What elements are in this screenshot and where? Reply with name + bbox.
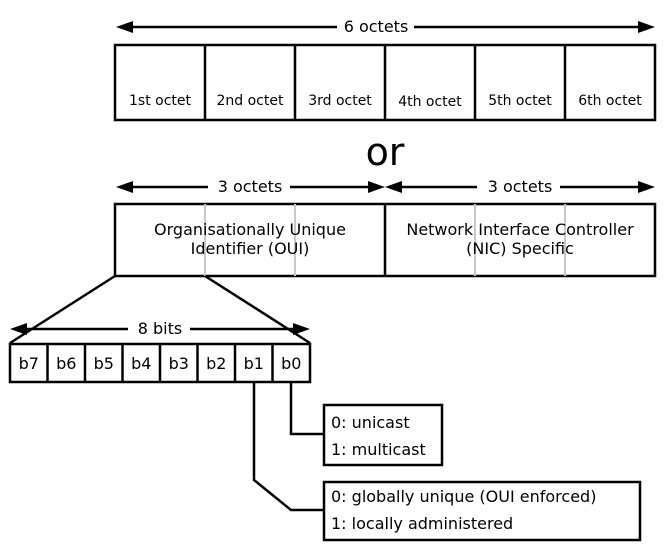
oui-nic-row: Organisationally Unique Identifier (OUI)… — [113, 202, 657, 278]
arrowhead-right — [293, 323, 310, 335]
octet-1-label: 1st octet — [129, 93, 192, 109]
bit-b0: b0 — [281, 354, 301, 373]
nic-title-line1: Network Interface Controller — [406, 220, 634, 239]
octet-6-label: 6th octet — [578, 93, 642, 109]
b1-legend: 0: globally unique (OUI enforced) 1: loc… — [322, 480, 642, 542]
octet-row: 1st octet 2nd octet 3rd octet 4th octet … — [113, 43, 657, 122]
oui-span-label: 3 octets — [218, 177, 283, 196]
eight-bits-span: 8 bits — [10, 319, 310, 338]
bit-b4: b4 — [131, 354, 151, 373]
arrowhead-left — [116, 181, 133, 193]
three-octets-spans: 3 octets 3 octets — [116, 177, 655, 196]
b1-connector — [252, 382, 324, 512]
nic-span-label: 3 octets — [488, 177, 553, 196]
b0-legend-multicast: 1: multicast — [331, 440, 426, 459]
b0-legend: 0: unicast 1: multicast — [322, 403, 444, 467]
b1-legend-global: 0: globally unique (OUI enforced) — [331, 487, 596, 506]
arrowhead-left — [10, 323, 27, 335]
bit-b6: b6 — [56, 354, 76, 373]
octet-3-label: 3rd octet — [308, 93, 372, 109]
b0-legend-box — [322, 403, 444, 467]
bit-b3: b3 — [169, 354, 189, 373]
b1-legend-box — [322, 480, 642, 542]
octet-4-label: 4th octet — [398, 94, 462, 110]
arrowhead-left — [385, 181, 402, 193]
zoom-line-left — [9, 274, 116, 345]
b0-legend-unicast: 0: unicast — [331, 413, 410, 432]
arrowhead-right — [368, 181, 385, 193]
eight-bits-label: 8 bits — [138, 319, 182, 338]
octet-5-label: 5th octet — [488, 93, 552, 109]
bit-row: b7 b6 b5 b4 b3 b2 b1 b0 — [8, 342, 312, 384]
oui-title-line1: Organisationally Unique — [154, 220, 346, 239]
bit-b2: b2 — [206, 354, 226, 373]
six-octets-span: 6 octets — [116, 17, 655, 36]
b0-connector — [289, 382, 324, 436]
octet-2-label: 2nd octet — [217, 93, 284, 109]
oui-title-line2: Identifier (OUI) — [191, 239, 310, 258]
six-octets-label: 6 octets — [344, 17, 409, 36]
arrowhead-right — [638, 181, 655, 193]
zoom-line-right — [204, 274, 311, 345]
or-separator: or — [366, 130, 405, 174]
bit-b7: b7 — [19, 354, 39, 373]
nic-title-line2: (NIC) Specific — [466, 239, 574, 258]
b1-legend-local: 1: locally administered — [331, 514, 513, 533]
arrowhead-right — [638, 21, 655, 33]
arrowhead-left — [116, 21, 133, 33]
bit-b1: b1 — [244, 354, 264, 373]
bit-b5: b5 — [94, 354, 114, 373]
